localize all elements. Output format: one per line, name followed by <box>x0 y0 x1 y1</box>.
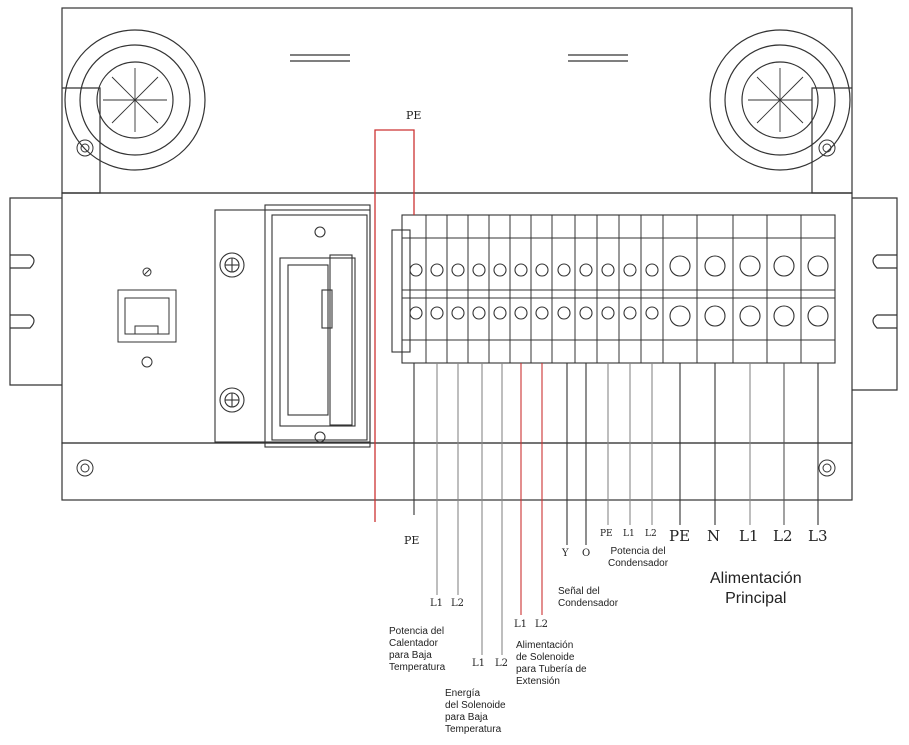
main-power-group-label: Alimentación Principal <box>710 570 802 607</box>
red-pe-wire <box>374 129 415 522</box>
terminal-block <box>391 214 836 364</box>
heater-l1-label: L1 <box>430 598 444 609</box>
cond-l1-label: L1 <box>623 529 635 539</box>
heater-group-label: Potencia del Calentador para Baja Temper… <box>389 626 446 673</box>
solenoid-low-l2-label: L2 <box>495 658 509 669</box>
cond-pe-label: PE <box>600 529 613 539</box>
solenoid-ext-l2-label: L2 <box>535 619 549 630</box>
chassis <box>9 192 898 501</box>
breaker-module <box>214 204 371 448</box>
main-l2-label: L2 <box>773 527 793 545</box>
rj45-port <box>117 267 177 368</box>
pe-label: PE <box>404 534 420 547</box>
solenoid-ext-group-label: Alimentación de Solenoide para Tubería d… <box>516 640 587 687</box>
solenoid-low-l1-label: L1 <box>472 658 486 669</box>
main-l1-label: L1 <box>739 527 759 545</box>
top-pe-label: PE <box>406 109 422 122</box>
cond-l2-label: L2 <box>645 529 657 539</box>
main-l3-label: L3 <box>808 527 828 545</box>
main-pe-label: PE <box>669 527 691 545</box>
main-n-label: N <box>707 527 721 545</box>
top-screws <box>76 139 836 157</box>
cond-signal-group-label: Señal del Condensador <box>558 586 619 609</box>
signal-y-label: Y <box>562 548 569 559</box>
top-cover <box>61 7 853 194</box>
wires <box>413 363 819 655</box>
solenoid-ext-l1-label: L1 <box>514 619 528 630</box>
bottom-screws <box>76 459 836 477</box>
signal-o-label: O <box>582 548 591 559</box>
cond-power-group-label: Potencia del Condensador <box>608 546 669 569</box>
solenoid-low-group-label: Energía del Solenoide para Baja Temperat… <box>445 688 506 735</box>
heater-l2-label: L2 <box>451 598 465 609</box>
